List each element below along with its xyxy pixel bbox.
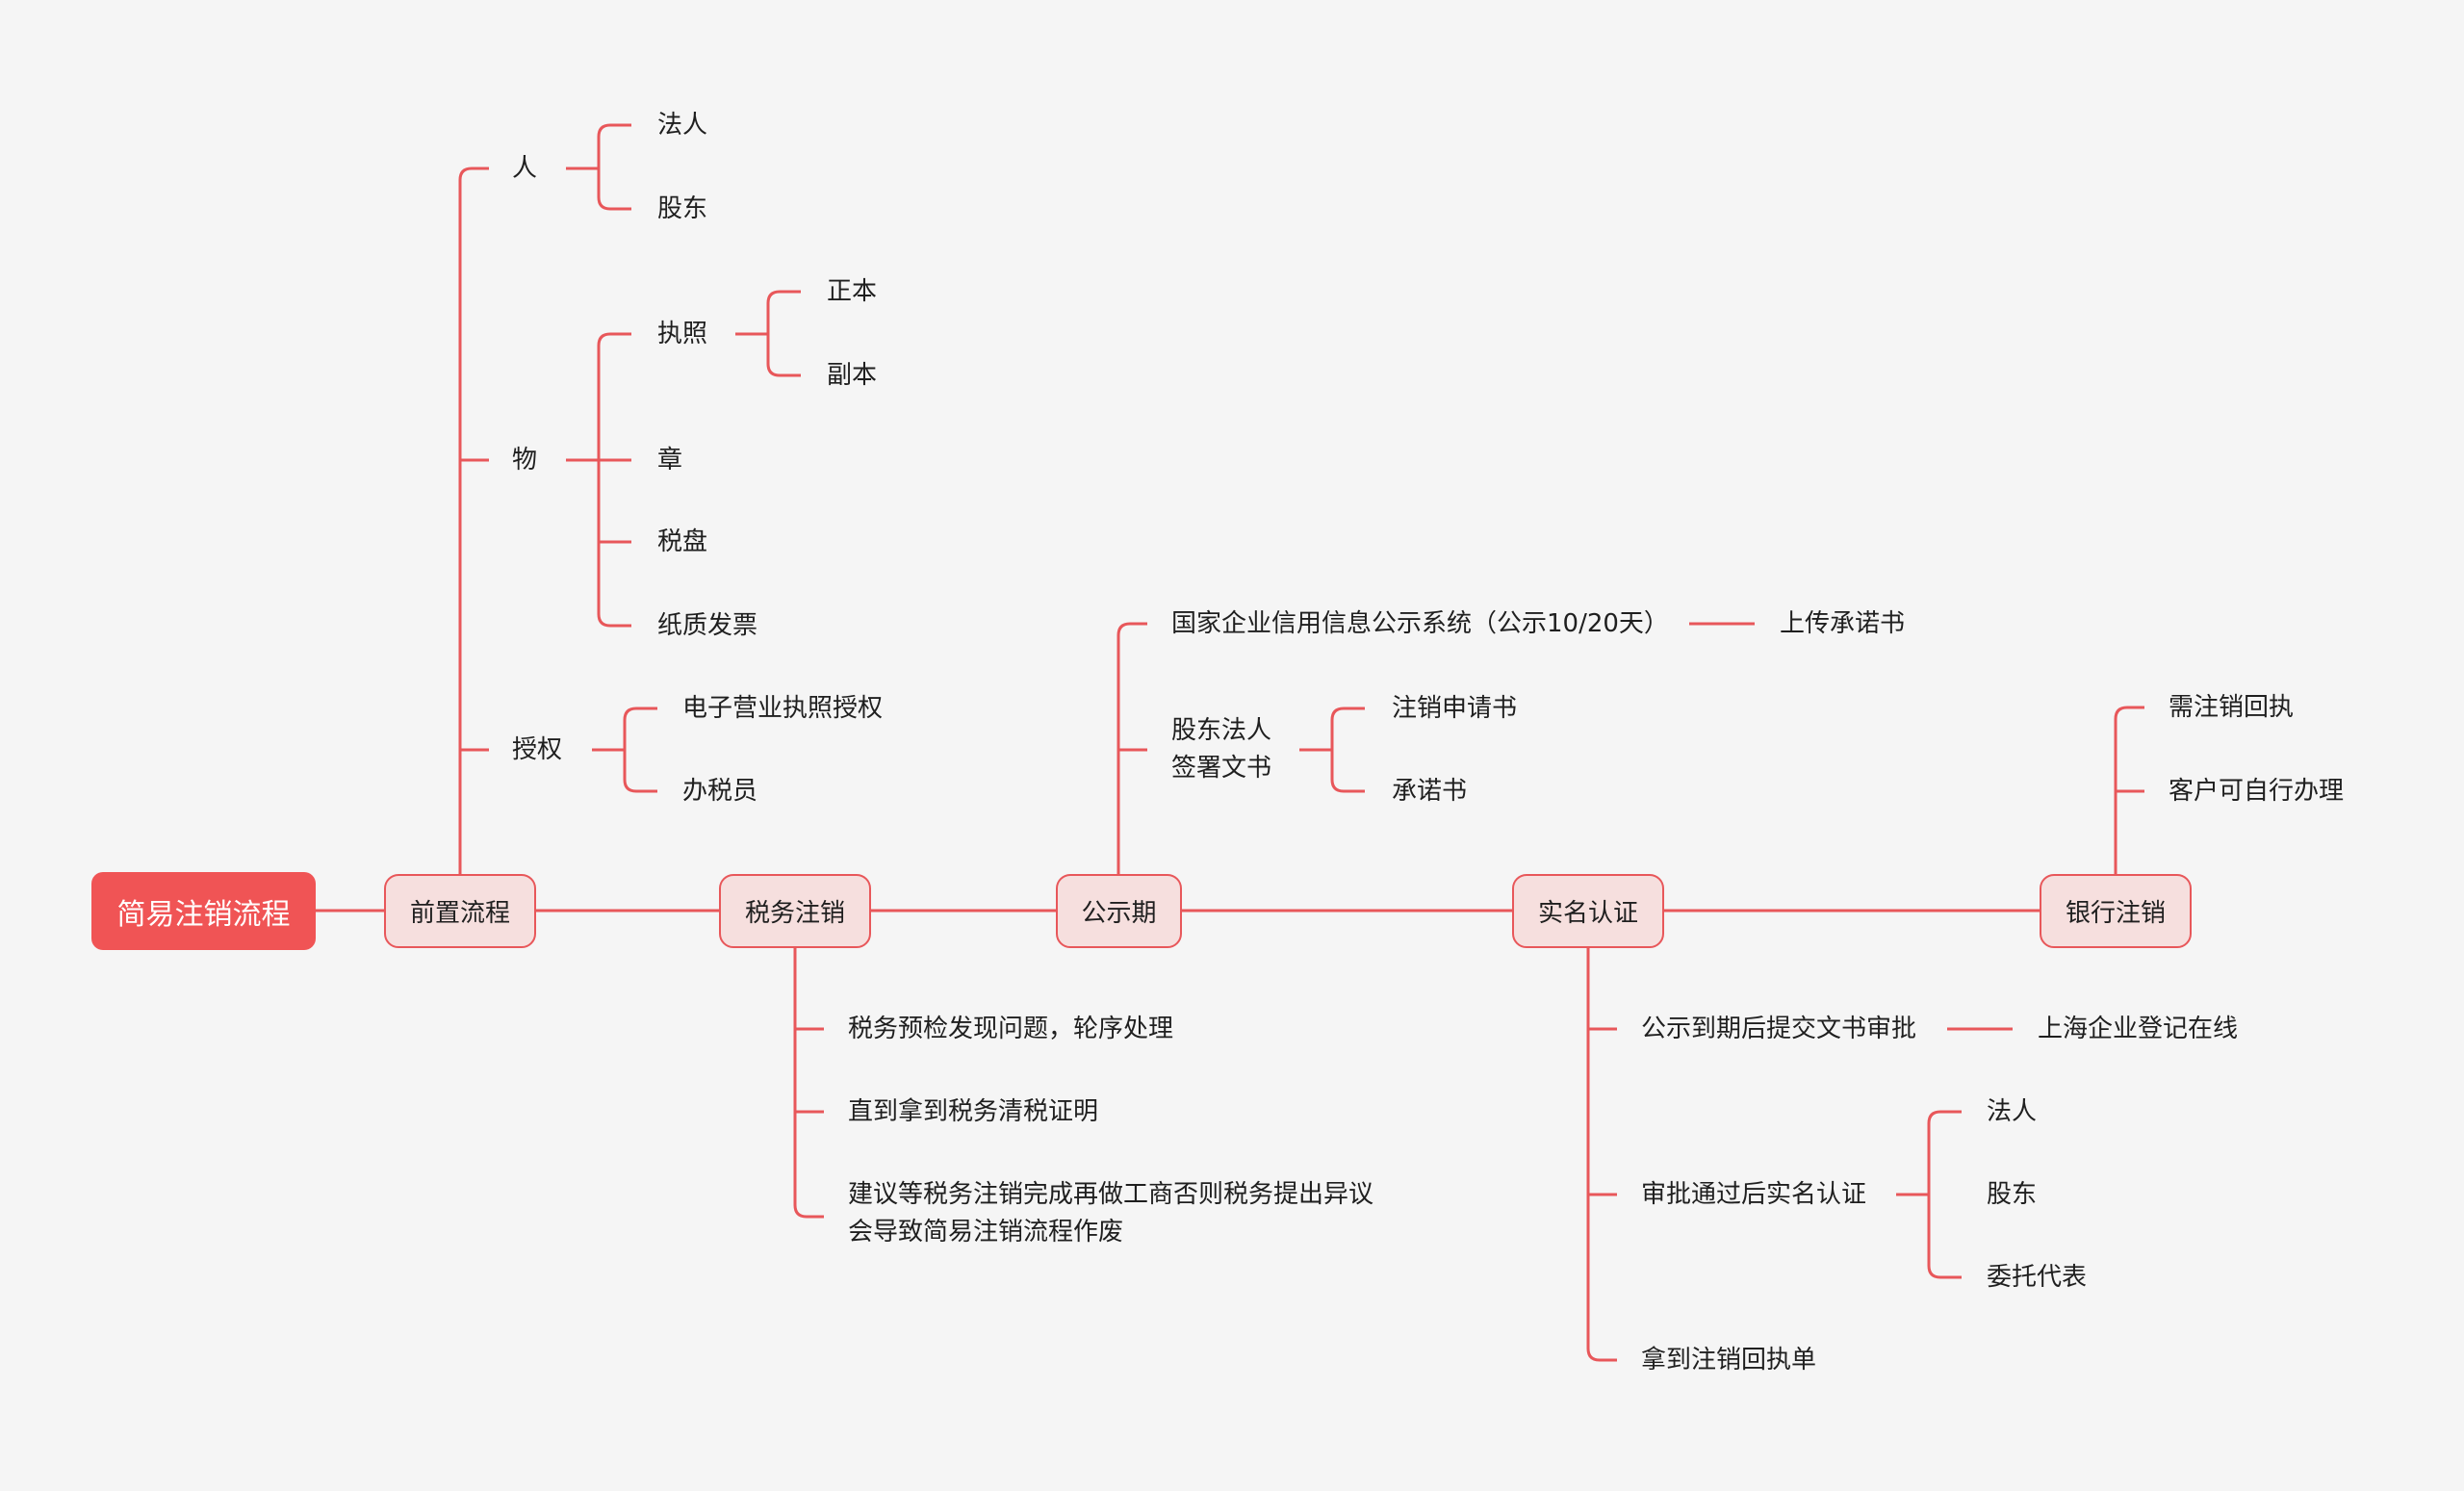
realname-approve[interactable]: 审批通过后实名认证 — [1641, 1180, 1867, 1209]
tax-note-line2[interactable]: 会导致简易注销流程作废 — [848, 1218, 1124, 1247]
notice-sign-line2[interactable]: 签署文书 — [1171, 754, 1272, 783]
realname-approve-item[interactable]: 股东 — [1987, 1180, 2038, 1209]
pre-auth-item[interactable]: 电子营业执照授权 — [682, 694, 884, 723]
pre-things-item[interactable]: 税盘 — [657, 527, 708, 556]
realname-submit[interactable]: 公示到期后提交文书审批 — [1641, 1015, 1917, 1043]
tax-note-line1[interactable]: 建议等税务注销完成再做工商否则税务提出异议 — [848, 1180, 1374, 1209]
notice-upload-commitment[interactable]: 上传承诺书 — [1780, 609, 1906, 638]
bank-item[interactable]: 需注销回执 — [2169, 693, 2295, 722]
realname-receipt[interactable]: 拿到注销回执单 — [1641, 1346, 1817, 1375]
realname-approve-item[interactable]: 法人 — [1987, 1097, 2038, 1126]
pre-things-license[interactable]: 执照 — [657, 320, 708, 348]
tax-item[interactable]: 税务预检发现问题，轮序处理 — [848, 1015, 1174, 1043]
pre-people-item[interactable]: 法人 — [657, 111, 708, 140]
license-item[interactable]: 副本 — [827, 361, 878, 390]
root-node[interactable]: 简易注销流程 — [91, 872, 316, 950]
realname-shanghai-online[interactable]: 上海企业登记在线 — [2038, 1015, 2239, 1043]
notice-sign-item[interactable]: 承诺书 — [1392, 777, 1468, 806]
pre-things-item[interactable]: 章 — [657, 446, 683, 475]
step-tax-cancellation[interactable]: 税务注销 — [719, 874, 871, 948]
step-bank-cancellation[interactable]: 银行注销 — [2040, 874, 2192, 948]
notice-sign-item[interactable]: 注销申请书 — [1392, 694, 1518, 723]
license-item[interactable]: 正本 — [827, 277, 878, 306]
tax-item[interactable]: 直到拿到税务清税证明 — [848, 1097, 1099, 1126]
pre-things-item[interactable]: 纸质发票 — [657, 611, 758, 640]
step-pre-process[interactable]: 前置流程 — [384, 874, 536, 948]
pre-things[interactable]: 物 — [512, 446, 538, 475]
notice-system[interactable]: 国家企业信用信息公示系统（公示10/20天） — [1171, 609, 1669, 638]
pre-people[interactable]: 人 — [512, 154, 538, 183]
bank-item[interactable]: 客户可自行办理 — [2169, 777, 2345, 806]
pre-people-item[interactable]: 股东 — [657, 194, 708, 223]
step-public-notice[interactable]: 公示期 — [1056, 874, 1182, 948]
notice-sign-line1[interactable]: 股东法人 — [1171, 716, 1272, 745]
realname-approve-item[interactable]: 委托代表 — [1987, 1263, 2088, 1292]
step-realname-auth[interactable]: 实名认证 — [1512, 874, 1664, 948]
pre-auth[interactable]: 授权 — [512, 735, 563, 764]
pre-auth-item[interactable]: 办税员 — [682, 777, 758, 806]
